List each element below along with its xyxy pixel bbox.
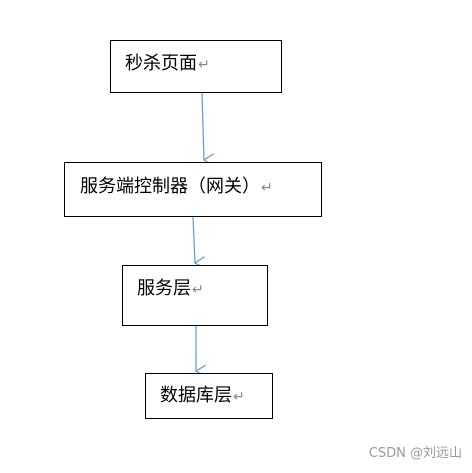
node-database-layer: 数据库层↵	[145, 373, 273, 419]
paragraph-mark-icon: ↵	[192, 282, 204, 298]
node-label: 数据库层↵	[160, 385, 245, 406]
node-label: 服务端控制器（网关）↵	[80, 176, 273, 197]
paragraph-mark-icon: ↵	[198, 57, 210, 73]
node-service-layer: 服务层↵	[122, 265, 268, 326]
node-server-controller: 服务端控制器（网关）↵	[64, 162, 322, 217]
arrow-seckill-to-controller	[201, 92, 204, 160]
paragraph-mark-icon: ↵	[233, 389, 245, 405]
paragraph-mark-icon: ↵	[261, 180, 273, 196]
node-seckill-page: 秒杀页面↵	[110, 40, 282, 93]
arrow-controller-to-service	[192, 216, 195, 263]
node-label: 服务层↵	[137, 278, 204, 299]
node-label: 秒杀页面↵	[125, 53, 210, 74]
watermark: CSDN @刘远山	[368, 446, 462, 461]
